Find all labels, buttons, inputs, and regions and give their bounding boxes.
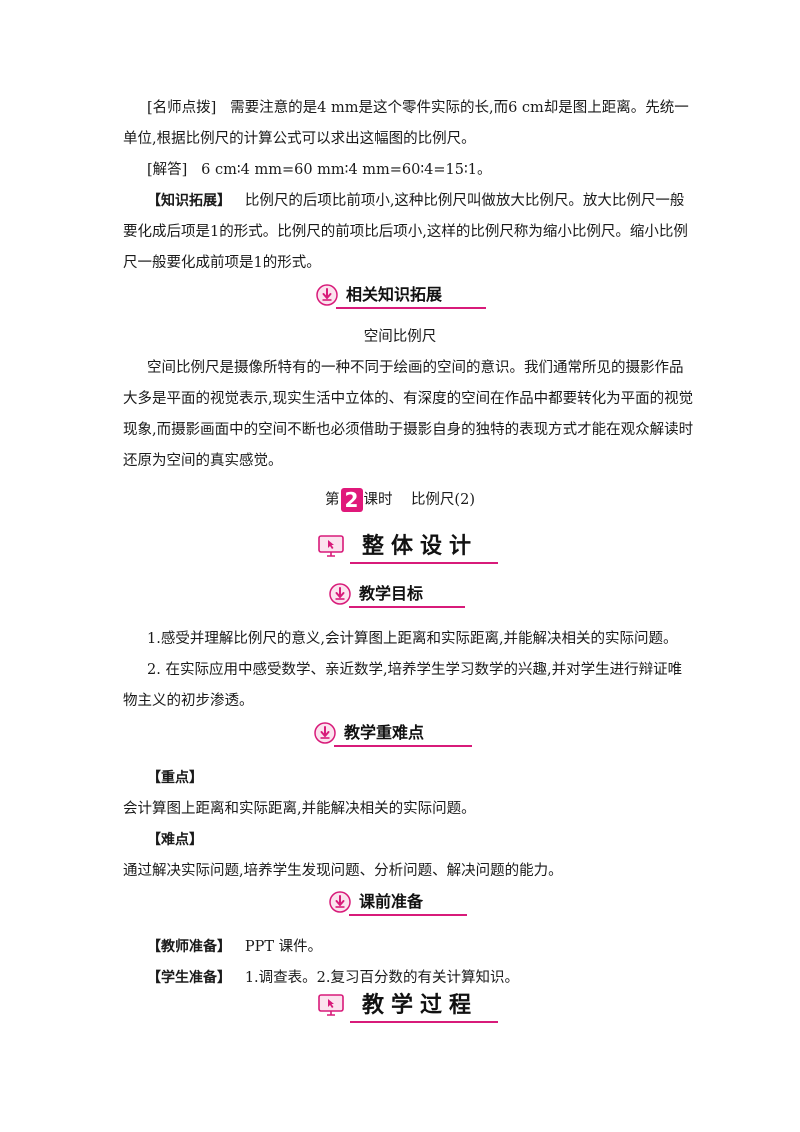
student-prep-label: 【学生准备】 xyxy=(147,970,231,986)
download-circle-icon xyxy=(329,891,351,913)
teacher-prep-label: 【教师准备】 xyxy=(147,939,231,955)
goal-2: 2. 在实际应用中感受数学、亲近数学,培养学生学习数学的兴趣,并对学生进行辩证唯 xyxy=(147,662,683,678)
section-underline xyxy=(336,307,486,309)
big-section-title: 教学过程 xyxy=(362,992,479,1018)
monitor-cursor-icon xyxy=(318,535,344,557)
section-title: 相关知识拓展 xyxy=(346,285,443,304)
difficult-label: 【难点】 xyxy=(147,832,203,848)
extension-line: 【知识拓展】 比例尺的后项比前项小,这种比例尺叫做放大比例尺。放大比例尺一般 xyxy=(147,191,684,211)
difficult-text: 通过解决实际问题,培养学生发现问题、分析问题、解决问题的能力。 xyxy=(123,863,563,879)
section-underline xyxy=(334,745,472,747)
section-key-difficult-points: 教学重难点 xyxy=(314,721,474,747)
lesson-suffix: 课时 xyxy=(363,492,393,508)
section-title: 教学目标 xyxy=(359,584,424,603)
lesson-prefix: 第 xyxy=(325,492,340,508)
answer-line: [解答] 6 cm∶4 mm=60 mm∶4 mm=60∶4=15∶1。 xyxy=(147,160,491,180)
related-heading: 空间比例尺 xyxy=(363,329,437,345)
download-circle-icon xyxy=(316,284,338,306)
related-line-4: 还原为空间的真实感觉。 xyxy=(123,453,283,469)
section-underline xyxy=(349,606,465,608)
related-line-3: 现象,而摄影画面中的空间不断也必须借助于摄影自身的独特的表现方式才能在观众解读时 xyxy=(123,422,694,438)
big-section-title: 整体设计 xyxy=(362,533,479,559)
key-label: 【重点】 xyxy=(147,770,203,786)
student-prep-line: 【学生准备】 1.调查表。2.复习百分数的有关计算知识。 xyxy=(147,968,519,988)
key-text: 会计算图上距离和实际距离,并能解决相关的实际问题。 xyxy=(123,801,476,817)
big-section-underline xyxy=(350,562,498,564)
extension-text: 比例尺的后项比前项小,这种比例尺叫做放大比例尺。放大比例尺一般 xyxy=(244,193,685,209)
extension-label: 【知识拓展】 xyxy=(147,193,231,209)
section-teaching-process: 教学过程 xyxy=(318,990,498,1024)
download-circle-icon xyxy=(314,722,336,744)
big-section-underline xyxy=(350,1021,498,1023)
section-teaching-goals: 教学目标 xyxy=(329,582,469,608)
lesson-number-badge: 2 xyxy=(340,488,363,512)
answer-text: 6 cm∶4 mm=60 mm∶4 mm=60∶4=15∶1。 xyxy=(201,162,492,178)
related-line-1: 空间比例尺是摄像所特有的一种不同于绘画的空间的意识。我们通常所见的摄影作品 xyxy=(147,360,684,376)
extension-line-3: 尺一般要化成前项是1的形式。 xyxy=(123,255,321,271)
goal-2-cont: 物主义的初步渗透。 xyxy=(123,693,254,709)
section-preparation: 课前准备 xyxy=(329,890,474,916)
tip-label: [名师点拨] xyxy=(147,100,217,116)
related-line-2: 大多是平面的视觉表示,现实生活中立体的、有深度的空间在作品中都要转化为平面的视觉 xyxy=(123,391,694,407)
goal-1: 1.感受并理解比例尺的意义,会计算图上距离和实际距离,并能解决相关的实际问题。 xyxy=(147,631,678,647)
student-prep-text: 1.调查表。2.复习百分数的有关计算知识。 xyxy=(244,970,519,986)
monitor-cursor-icon xyxy=(318,994,344,1016)
tip-line-2: 单位,根据比例尺的计算公式可以求出这幅图的比例尺。 xyxy=(123,131,476,147)
section-underline xyxy=(349,914,467,916)
tip-text: 需要注意的是4 mm是这个零件实际的长,而6 cm却是图上距离。先统一 xyxy=(230,100,689,116)
teacher-prep-line: 【教师准备】 PPT 课件。 xyxy=(147,937,322,957)
extension-line-2: 要化成后项是1的形式。比例尺的前项比后项小,这样的比例尺称为缩小比例尺。缩小比例 xyxy=(123,224,688,240)
lesson-name: 比例尺(2) xyxy=(410,492,475,508)
section-overall-design: 整体设计 xyxy=(318,531,498,565)
section-title: 教学重难点 xyxy=(344,723,425,742)
download-circle-icon xyxy=(329,583,351,605)
answer-label: [解答] xyxy=(147,162,188,178)
section-title: 课前准备 xyxy=(359,892,424,911)
section-related-knowledge: 相关知识拓展 xyxy=(316,283,486,309)
teacher-prep-text: PPT 课件。 xyxy=(244,939,323,955)
tip-line: [名师点拨] 需要注意的是4 mm是这个零件实际的长,而6 cm却是图上距离。先… xyxy=(147,98,689,118)
